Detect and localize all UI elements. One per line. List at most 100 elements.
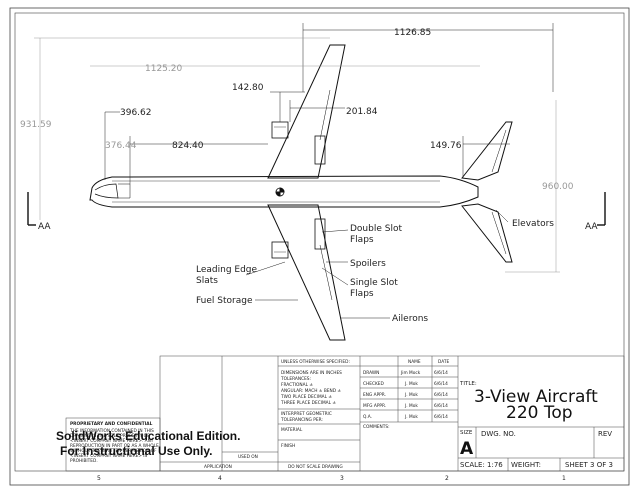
tb-prop-3: <INSERT COMPANY NAME HERE>. ANY (70, 438, 154, 444)
tb-prop-6: <INSERT COMPANY NAME HERE> IS (70, 453, 148, 459)
tb-date-header: DATE (438, 359, 449, 365)
tb-row-3-name: J. Mok (404, 392, 418, 398)
lower-flap (314, 218, 326, 250)
section-label-left: AA (38, 222, 51, 232)
tb-row-4-date: 6/6/14 (434, 403, 448, 409)
tb-title-label: TITLE: (459, 381, 477, 387)
tb-row-4-role: MFG APPR. (363, 403, 386, 409)
zone-4: 4 (218, 475, 222, 482)
leader-single-slot (321, 267, 349, 286)
title-block-frame (159, 355, 625, 472)
tb-prop-7: PROHIBITED. (70, 458, 98, 464)
callout-spoilers: Spoilers (350, 259, 386, 269)
tb-interpret-1: INTERPRET GEOMETRIC (281, 411, 332, 417)
cg-symbol-q1 (279, 187, 285, 193)
tb-used-on: USED ON (238, 454, 258, 460)
tb-dims-6: THREE PLACE DECIMAL ± (280, 400, 336, 406)
zone-5: 5 (97, 475, 101, 482)
dim-201-text: 201.84 (346, 107, 378, 117)
cockpit (94, 183, 119, 199)
leader-elevators (495, 209, 509, 223)
elevator-lower-line (491, 211, 507, 255)
callout-single-slot-1: Single Slot (350, 278, 398, 288)
dim-396-text: 396.62 (120, 108, 152, 118)
upper-aileron-line (319, 89, 331, 141)
watermark-line-1: SolidWorks Educational Edition. (56, 429, 240, 443)
tb-row-5-role: Q.A. (363, 414, 372, 420)
tb-title-line-2: 220 Top (506, 403, 573, 423)
tb-row-3-date: 6/6/14 (434, 392, 448, 398)
tb-do-not-scale: DO NOT SCALE DRAWING (288, 464, 343, 470)
watermark-line-2: For Instructional Use Only. (60, 444, 212, 458)
callout-leading-edge-1: Leading Edge (196, 265, 258, 275)
upper-flap (314, 135, 326, 165)
tb-material: MATERIAL (281, 427, 303, 433)
tb-prop-4: REPRODUCTION IN PART OR AS A WHOLE (70, 443, 159, 449)
callout-fuel-storage: Fuel Storage (196, 296, 253, 306)
tb-row-1-role: DRAWN (363, 370, 379, 376)
callout-single-slot-2: Flaps (350, 289, 374, 299)
tb-row-3-role: ENG APPR. (363, 392, 386, 398)
tb-row-1-date: 6/6/14 (434, 370, 448, 376)
cockpit-window (118, 183, 131, 199)
callout-double-slot-2: Flaps (350, 235, 374, 245)
tb-name-header: NAME (408, 359, 421, 365)
dim-931-text: 931.59 (20, 120, 52, 130)
wing-lower (267, 204, 346, 341)
tb-row-5-name: J. Mok (404, 414, 418, 420)
title-block-grid (65, 355, 625, 472)
tb-row-2-role: CHECKED (363, 381, 384, 387)
dim-376-text: 376.44 (105, 141, 137, 151)
section-label-right: AA (585, 222, 598, 232)
wing-upper (267, 44, 346, 179)
tb-scale: SCALE: 1:76 (460, 461, 503, 469)
tb-prop-1: THE INFORMATION CONTAINED IN THIS (69, 428, 154, 434)
lower-engine (271, 241, 289, 259)
lower-aileron-line (319, 244, 333, 301)
tb-dims-3: FRACTIONAL ± (281, 382, 313, 388)
tb-size-label: SIZE (460, 430, 473, 436)
tb-row-4-name: J. Mok (404, 403, 418, 409)
dim-1125-text: 1125.20 (145, 64, 182, 74)
callout-double-slot-1: Double Slot (350, 224, 402, 234)
tb-size-value: A (460, 439, 474, 459)
upper-engine (271, 121, 289, 139)
tb-unless: UNLESS OTHERWISE SPECIFIED: (281, 359, 350, 365)
dim-824-text: 824.40 (172, 141, 204, 151)
tb-dwg-no: DWG. NO. (481, 430, 516, 438)
stabilizer-lower (461, 203, 513, 263)
tb-rev: REV (598, 430, 612, 438)
leader-leading-edge (245, 261, 286, 276)
dim-149-text: 149.76 (430, 141, 462, 151)
zone-1: 1 (562, 475, 566, 482)
tb-dims-2: TOLERANCES: (280, 376, 311, 382)
tb-row-2-date: 6/6/14 (434, 381, 448, 387)
dim-span-text: 1126.85 (394, 28, 431, 38)
elevator-upper-line (491, 129, 507, 173)
tb-dims-4: ANGULAR: MACH ± BEND ± (281, 388, 341, 394)
tb-prop-5: WITHOUT THE WRITTEN PERMISSION OF (70, 448, 157, 454)
callout-elevators: Elevators (512, 219, 554, 229)
tb-interpret-2: TOLERANCING PER: (280, 417, 323, 423)
tb-prop-2: DRAWING IS THE SOLE PROPERTY OF (70, 433, 150, 439)
callout-ailerons: Ailerons (392, 314, 428, 324)
cg-symbol-q3 (275, 191, 281, 197)
tb-finish: FINISH (281, 443, 295, 449)
tb-row-1-name: Jim Mock (400, 370, 421, 376)
dim-960-text: 960.00 (542, 182, 574, 192)
dim-142-text: 142.80 (232, 83, 264, 93)
leader-double-slot (321, 229, 349, 233)
tb-row-2-name: J. Mok (404, 381, 418, 387)
tb-dims-1: DIMENSIONS ARE IN INCHES (281, 370, 342, 376)
dimension-lines (27, 23, 606, 319)
tb-comments: COMMENTS: (363, 424, 390, 430)
callout-leading-edge-2: Slats (196, 276, 218, 286)
tb-title-line-1: 3-View Aircraft (474, 387, 598, 407)
tb-row-5-date: 6/6/14 (434, 414, 448, 420)
zone-3: 3 (340, 475, 344, 482)
tb-proprietary: PROPRIETARY AND CONFIDENTIAL (70, 421, 153, 427)
fuselage (89, 175, 479, 208)
tb-application: APPLICATION (204, 464, 232, 470)
sheet-outer-border (9, 7, 630, 486)
